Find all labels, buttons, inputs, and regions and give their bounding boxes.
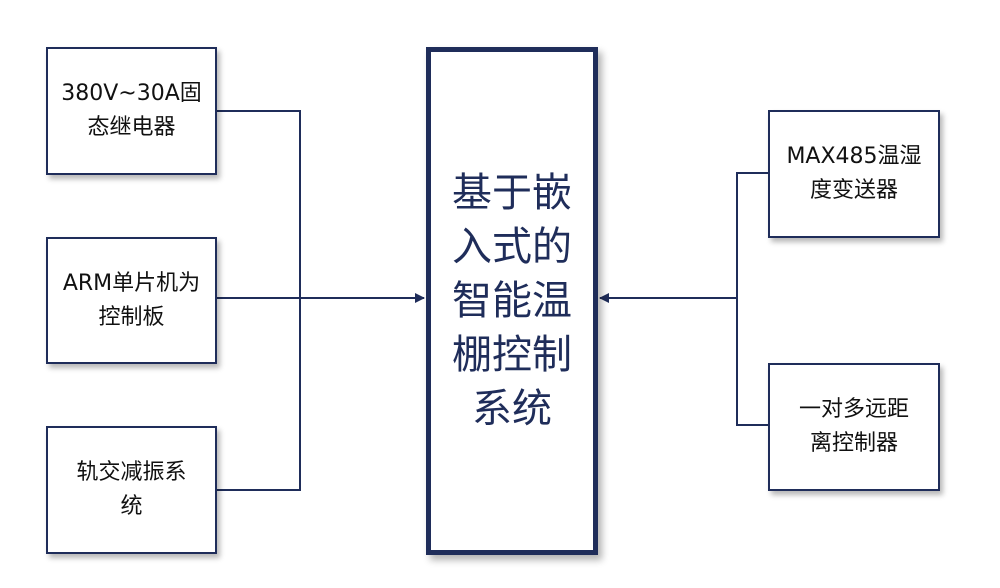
left-connector-top <box>217 110 301 491</box>
block-remote-controller: 一对多远距 离控制器 <box>768 363 940 491</box>
block-arm-control-board-label: ARM单片机为 控制板 <box>62 270 201 330</box>
block-vibration-damping: 轨交减振系 统 <box>46 426 217 554</box>
block-remote-controller-label: 一对多远距 离控制器 <box>798 397 909 456</box>
block-solid-state-relay-label: 380V~30A固 态继电器 <box>61 81 202 140</box>
block-solid-state-relay: 380V~30A固 态继电器 <box>46 47 217 175</box>
block-arm-control-board: ARM单片机为 控制板 <box>46 237 217 364</box>
center-system-label: 基于嵌 入式的 智能温 棚控制 系统 <box>452 170 572 432</box>
center-system-block: 基于嵌 入式的 智能温 棚控制 系统 <box>426 47 598 555</box>
block-humidity-transmitter-label: MAX485温湿 度变送器 <box>786 144 922 203</box>
right-connector <box>736 172 768 426</box>
block-humidity-transmitter: MAX485温湿 度变送器 <box>768 110 940 238</box>
block-vibration-damping-label: 轨交减振系 统 <box>76 460 187 519</box>
